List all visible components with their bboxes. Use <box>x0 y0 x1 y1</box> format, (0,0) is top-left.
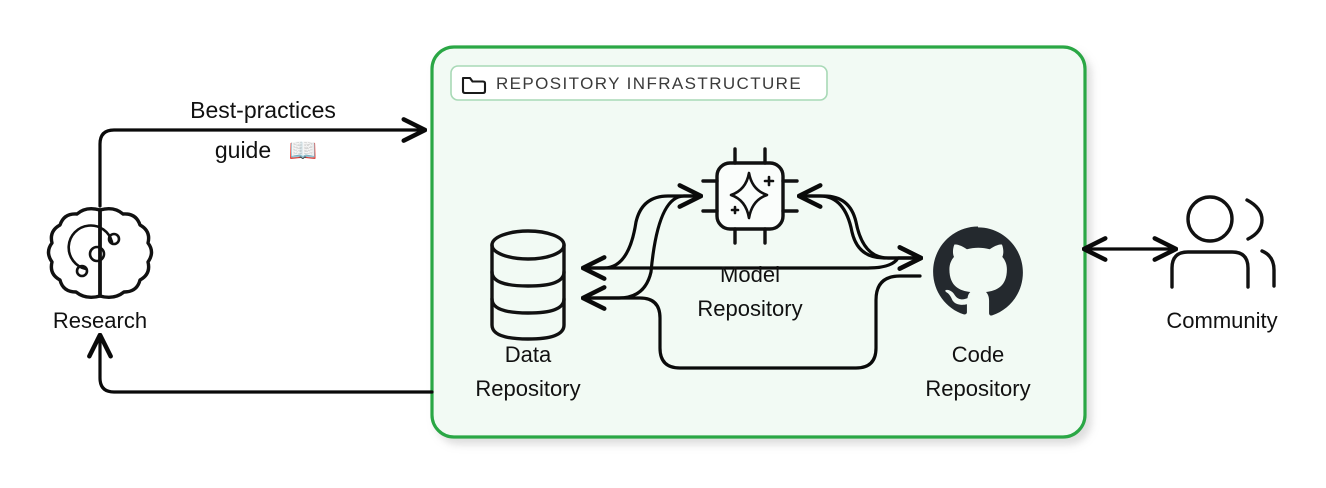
node-data-repository-label-line2: Repository <box>475 376 580 401</box>
edge-model-to-code <box>798 194 920 258</box>
edge-infrastructure-to-research <box>100 336 434 394</box>
brain-circuit-icon <box>46 206 154 300</box>
edge-model-to-data <box>584 194 702 268</box>
edge-data-to-code <box>582 258 920 268</box>
node-code-repository-label-line1: Code <box>952 342 1005 367</box>
node-data-repository-label-line1: Data <box>505 342 552 367</box>
node-model-repository[interactable]: Model Repository <box>697 147 803 321</box>
node-community-label: Community <box>1166 308 1277 333</box>
edge-research-to-infrastructure <box>98 130 424 208</box>
container-badge-label: REPOSITORY INFRASTRUCTURE <box>496 74 802 93</box>
node-model-repository-label-line2: Repository <box>697 296 802 321</box>
node-data-repository[interactable]: Data Repository <box>475 229 581 401</box>
node-code-repository-label-line2: Repository <box>925 376 1030 401</box>
node-research-label: Research <box>53 308 147 333</box>
chip-sparkle-icon <box>701 147 799 245</box>
node-code-repository[interactable]: Code Repository <box>925 226 1031 401</box>
edge-label-line2: guide <box>215 137 271 163</box>
users-icon <box>1170 195 1276 289</box>
edge-data-to-model <box>582 196 700 300</box>
node-model-repository-label-line1: Model <box>720 262 780 287</box>
open-book-icon: 📖 <box>289 137 318 163</box>
database-icon <box>490 229 566 341</box>
node-community[interactable]: Community <box>1166 195 1278 333</box>
node-research[interactable]: Research <box>46 206 154 333</box>
folder-icon <box>461 76 487 95</box>
container-badge <box>450 65 828 101</box>
github-icon <box>933 226 1023 316</box>
repository-infrastructure-container[interactable]: REPOSITORY INFRASTRUCTURE <box>430 45 1087 439</box>
edge-code-to-data <box>584 274 922 370</box>
edge-label-best-practices-guide: Best-practices guide 📖 <box>190 97 336 163</box>
edge-label-line1: Best-practices <box>190 97 336 123</box>
